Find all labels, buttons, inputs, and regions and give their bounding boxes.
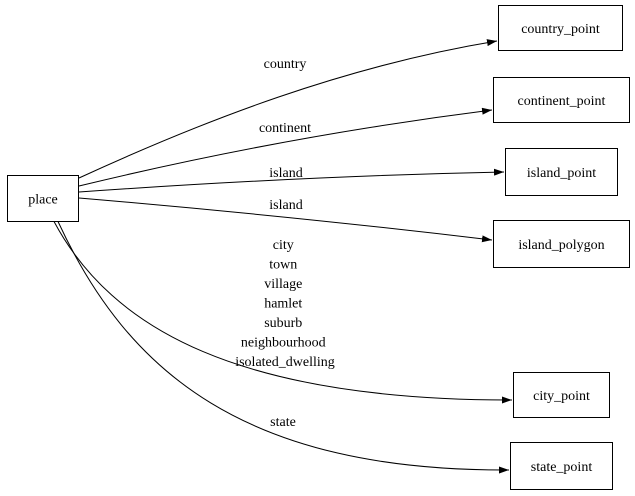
node-place-label: place (28, 193, 58, 208)
node-country-point: country_point (498, 5, 623, 51)
node-continent-point: continent_point (493, 77, 630, 123)
edge-label-island-point: island (269, 166, 302, 181)
node-state-point-box (510, 442, 613, 490)
node-city-point-box (513, 372, 610, 418)
edge-label-island-polygon: island (269, 198, 302, 213)
node-island-polygon-label: island_polygon (518, 238, 604, 253)
edge-state (57, 221, 510, 474)
node-state-point: state_point (510, 442, 613, 490)
edge-label-city-multiline: city town village hamlet suburb neighbou… (235, 238, 335, 370)
edge-label-city-line: town (269, 258, 297, 273)
edge-island-to-island-point (78, 168, 505, 193)
edge-label-state: state (270, 415, 296, 430)
node-city-point-label: city_point (533, 389, 590, 404)
edge-label-continent: continent (259, 121, 311, 136)
edge-label-city-line: neighbourhood (241, 336, 326, 351)
node-continent-point-box (493, 77, 630, 123)
node-island-point-box (505, 148, 618, 196)
edge-label-city-line: isolated_dwelling (235, 355, 335, 370)
node-continent-point-label: continent_point (518, 94, 606, 109)
node-country-point-box (498, 5, 623, 51)
edge-label-city-line: village (264, 277, 302, 292)
node-city-point: city_point (513, 372, 610, 418)
edge-label-city-line: hamlet (264, 297, 302, 312)
node-island-polygon-box (493, 220, 630, 268)
edge-label-city-line: suburb (264, 316, 302, 331)
node-state-point-label: state_point (531, 460, 593, 475)
node-island-point-label: island_point (527, 166, 596, 181)
node-country-point-label: country_point (521, 22, 600, 37)
edge-island-to-island-polygon (78, 197, 493, 243)
node-island-polygon: island_polygon (493, 220, 630, 268)
edge-label-city-line: city (273, 238, 294, 253)
edge-continent (78, 107, 493, 187)
edge-country (78, 39, 498, 179)
node-place-box (7, 175, 79, 222)
edge-city (53, 221, 513, 404)
node-island-point: island_point (505, 148, 618, 196)
node-place: place (7, 175, 79, 222)
edge-label-country: country (264, 57, 307, 72)
